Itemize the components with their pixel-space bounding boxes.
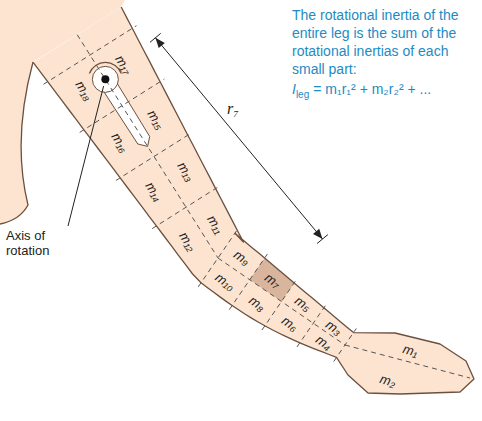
explanation-text: The rotational inertia of the entire leg… (292, 6, 464, 78)
arrowhead (155, 38, 164, 48)
leg-fill (33, 7, 474, 394)
formula: Ileg = m₁r₁² + m₂r₂² + ... (292, 80, 431, 104)
division-line (44, 26, 137, 85)
axis-label: Axis of rotation (6, 228, 68, 258)
dimension-label: r₇ (227, 100, 239, 118)
leg-outline (33, 7, 474, 394)
formula-terms: = m₁r₁² + m₂r₂² + ... (313, 81, 431, 97)
body-outline (0, 62, 33, 224)
arrowhead (313, 229, 323, 239)
center-line (218, 258, 345, 345)
mass-label: m₁ (401, 341, 419, 360)
center-line (77, 35, 218, 258)
femur-head (92, 66, 118, 92)
formula-symbol: I (292, 81, 296, 97)
leader-line (68, 86, 104, 226)
formula-subscript: leg (296, 89, 309, 100)
axis-dot (101, 75, 109, 83)
